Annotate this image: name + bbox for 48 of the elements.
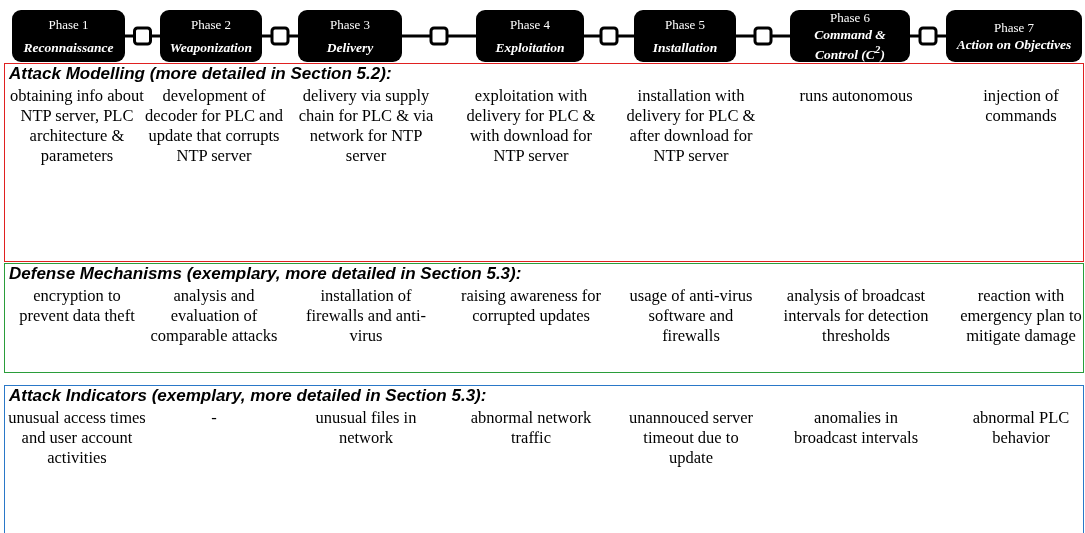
- section-band: [4, 385, 1084, 533]
- phase-name: Exploitation: [495, 40, 565, 55]
- phase-box: [790, 10, 910, 62]
- cell-text: abnormal PLC behavior: [971, 408, 1071, 448]
- phase-number: Phase 6: [829, 10, 871, 26]
- phase-number: Phase 3: [329, 17, 371, 32]
- phase-number: Phase 1: [48, 17, 89, 32]
- cell-text: raising awareness for corrupted updates: [459, 286, 603, 326]
- cell-text: installation with delivery for PLC & after download for NTP server: [625, 86, 757, 166]
- cell-text: usage of anti-virus software and firewalls: [628, 286, 754, 346]
- phase-number: Phase 4: [509, 17, 551, 32]
- cell-text: anomalies in broadcast intervals: [792, 408, 920, 448]
- cell-text: injection of commands: [982, 86, 1060, 126]
- cell-text: runs autonomous: [798, 86, 914, 106]
- phase-box: [298, 10, 402, 62]
- section-heading: Attack Indicators (exemplary, more detailed in Section 5.3):: [9, 386, 487, 406]
- cell-text: unusual access times and user account activities: [7, 408, 147, 468]
- cell-text: delivery via supply chain for PLC & via network for NTP server: [297, 86, 435, 166]
- phase-box: [634, 10, 736, 62]
- phase-name: Action on Objectives: [956, 37, 1072, 52]
- cell-text: reaction with emergency plan to mitigate damage: [959, 286, 1083, 346]
- cell-text: analysis and evaluation of comparable attacks: [149, 286, 279, 346]
- phase-number: Phase 5: [664, 17, 706, 32]
- cell-text: exploitation with delivery for PLC & with download for NTP server: [465, 86, 597, 166]
- phase-box: [12, 10, 125, 62]
- cell-text: abnormal network traffic: [469, 408, 593, 448]
- phase-name: Reconnaissance: [23, 40, 114, 55]
- section-band: [4, 63, 1084, 262]
- cell-text: obtaining info about NTP server, PLC architecture & parameters: [9, 86, 145, 166]
- cell-text: analysis of broadcast intervals for detection thresholds: [782, 286, 930, 346]
- phase-box: [946, 10, 1082, 62]
- cell-text: -: [210, 408, 218, 428]
- phase-number: Phase 7: [993, 20, 1035, 35]
- phase-box: [476, 10, 584, 62]
- section-heading: Defense Mechanisms (exemplary, more detailed in Section 5.3):: [9, 264, 522, 284]
- section-band: [4, 263, 1084, 373]
- phase-name: Weaponization: [169, 40, 253, 55]
- phase-number: Phase 2: [190, 17, 232, 32]
- phase-name: Delivery: [326, 40, 374, 55]
- section-heading: Attack Modelling (more detailed in Section 5.2):: [9, 64, 392, 84]
- cell-text: development of decoder for PLC and update that corrupts NTP server: [144, 86, 284, 166]
- cell-text: encryption to prevent data theft: [18, 286, 136, 326]
- phase-box: [160, 10, 262, 62]
- phase-name: Command & Control (C$^{2}$): [813, 27, 887, 62]
- cell-text: unusual files in network: [314, 408, 418, 448]
- cell-text: installation of firewalls and anti-virus: [304, 286, 427, 346]
- phase-name: Installation: [652, 40, 718, 55]
- cell-text: unannouced server timeout due to update: [627, 408, 755, 468]
